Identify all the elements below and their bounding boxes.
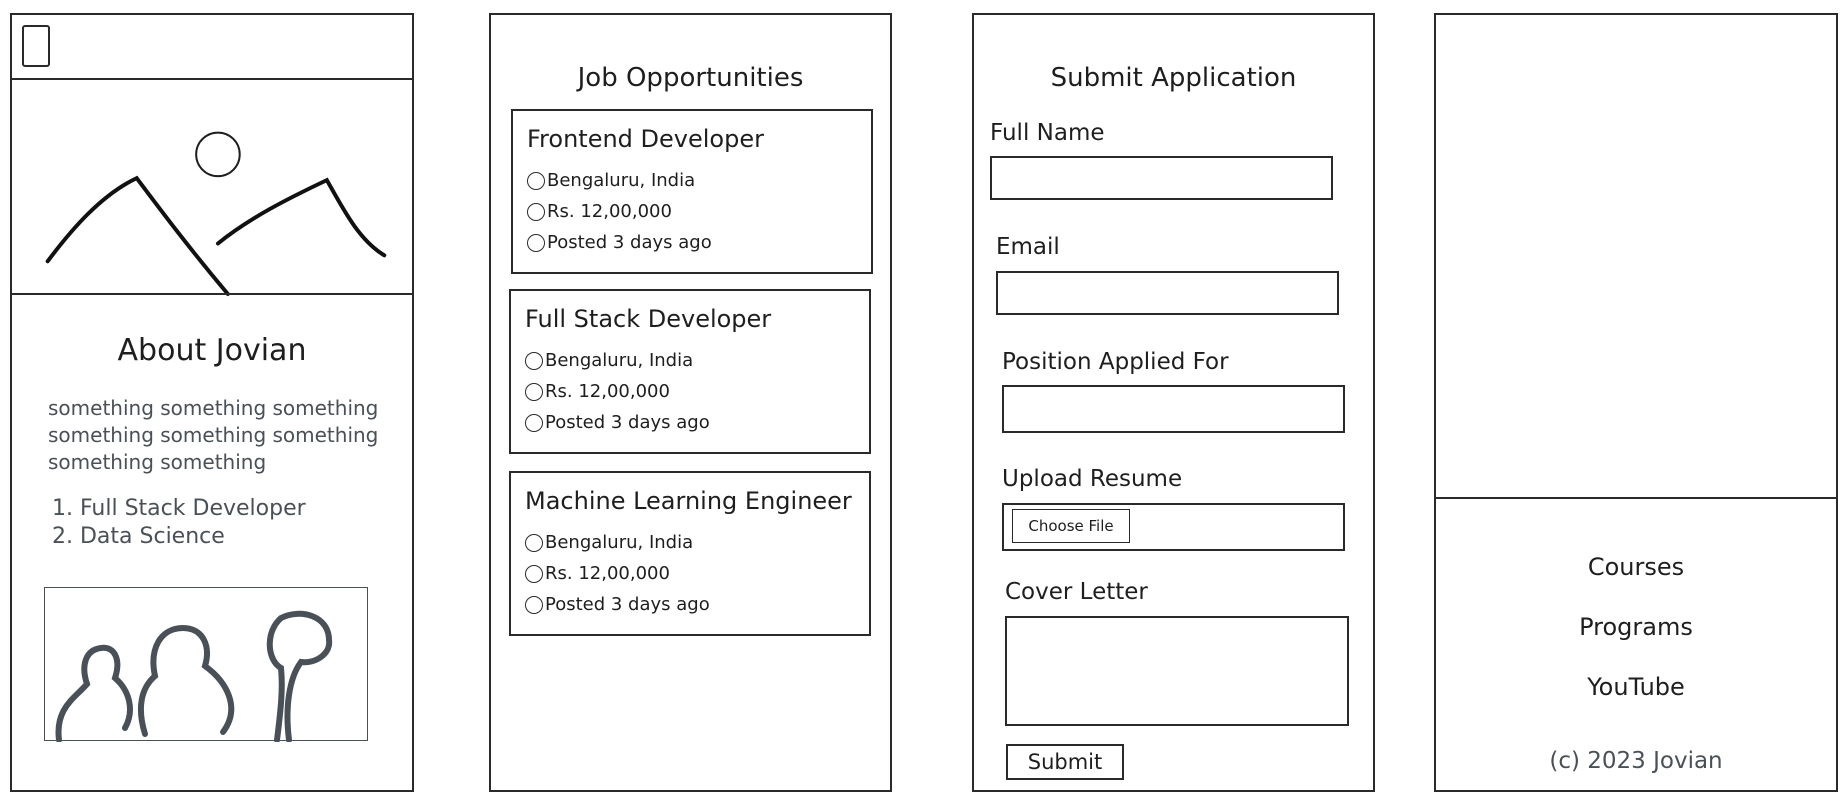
footer-link-youtube[interactable]: YouTube [1587, 673, 1685, 701]
position-input[interactable] [1002, 385, 1345, 433]
mountain-left-icon [45, 175, 230, 296]
job-card[interactable]: Full Stack Developer Bengaluru, India Rs… [509, 289, 871, 454]
submit-button[interactable]: Submit [1006, 744, 1124, 780]
job-salary: Rs. 12,00,000 [527, 201, 672, 222]
full-name-label: Full Name [990, 120, 1105, 146]
jobs-heading: Job Opportunities [577, 63, 804, 93]
location-radio-icon [525, 533, 543, 552]
location-radio-icon [525, 351, 543, 370]
cover-letter-textarea[interactable] [1005, 616, 1349, 726]
job-card[interactable]: Frontend Developer Bengaluru, India Rs. … [511, 109, 873, 274]
salary-radio-icon [525, 382, 543, 401]
hero-divider [12, 293, 412, 295]
job-location: Bengaluru, India [527, 170, 695, 191]
email-label: Email [996, 234, 1060, 260]
about-list-item: 2. Data Science [52, 524, 225, 549]
job-posted: Posted 3 days ago [525, 412, 710, 433]
resume-upload-field[interactable]: Choose File [1002, 503, 1345, 551]
job-salary: Rs. 12,00,000 [525, 381, 670, 402]
job-salary: Rs. 12,00,000 [525, 563, 670, 584]
footer-panel: Courses Programs YouTube (c) 2023 Jovian [1434, 13, 1838, 792]
header-divider [12, 78, 412, 80]
jobs-panel: Job Opportunities Frontend Developer Ben… [489, 13, 892, 792]
about-title: About Jovian [117, 333, 307, 368]
position-label: Position Applied For [1002, 349, 1229, 375]
location-radio-icon [527, 171, 545, 190]
posted-radio-icon [525, 595, 543, 614]
cover-letter-label: Cover Letter [1005, 579, 1148, 605]
about-description: something something something something … [48, 396, 379, 474]
application-panel: Submit Application Full Name Email Posit… [972, 13, 1375, 792]
job-posted: Posted 3 days ago [525, 594, 710, 615]
email-input[interactable] [996, 271, 1339, 315]
job-title: Machine Learning Engineer [525, 487, 852, 515]
resume-label: Upload Resume [1002, 466, 1183, 492]
footer-link-programs[interactable]: Programs [1579, 613, 1693, 641]
posted-radio-icon [525, 413, 543, 432]
team-people-icon [55, 610, 333, 743]
about-list-item: 1. Full Stack Developer [52, 496, 306, 521]
posted-radio-icon [527, 233, 545, 252]
team-image [44, 587, 368, 743]
footer-divider [1436, 497, 1836, 499]
salary-radio-icon [525, 564, 543, 583]
job-location: Bengaluru, India [525, 532, 693, 553]
full-name-input[interactable] [990, 156, 1333, 200]
hero-image [45, 131, 387, 296]
sun-icon [195, 131, 241, 178]
hamburger-menu-button[interactable] [22, 25, 50, 67]
job-location: Bengaluru, India [525, 350, 693, 371]
mountain-right-icon [215, 177, 387, 258]
footer-link-courses[interactable]: Courses [1587, 553, 1685, 581]
salary-radio-icon [527, 202, 545, 221]
job-card[interactable]: Machine Learning Engineer Bengaluru, Ind… [509, 471, 871, 636]
choose-file-button[interactable]: Choose File [1012, 509, 1130, 543]
copyright-text: (c) 2023 Jovian [1549, 748, 1723, 774]
job-title: Frontend Developer [527, 125, 764, 153]
application-heading: Submit Application [1050, 63, 1297, 93]
about-list: 1. Full Stack Developer 2. Data Science [52, 495, 306, 551]
job-title: Full Stack Developer [525, 305, 772, 333]
about-panel: About Jovian something something somethi… [10, 13, 414, 792]
job-posted: Posted 3 days ago [527, 232, 712, 253]
